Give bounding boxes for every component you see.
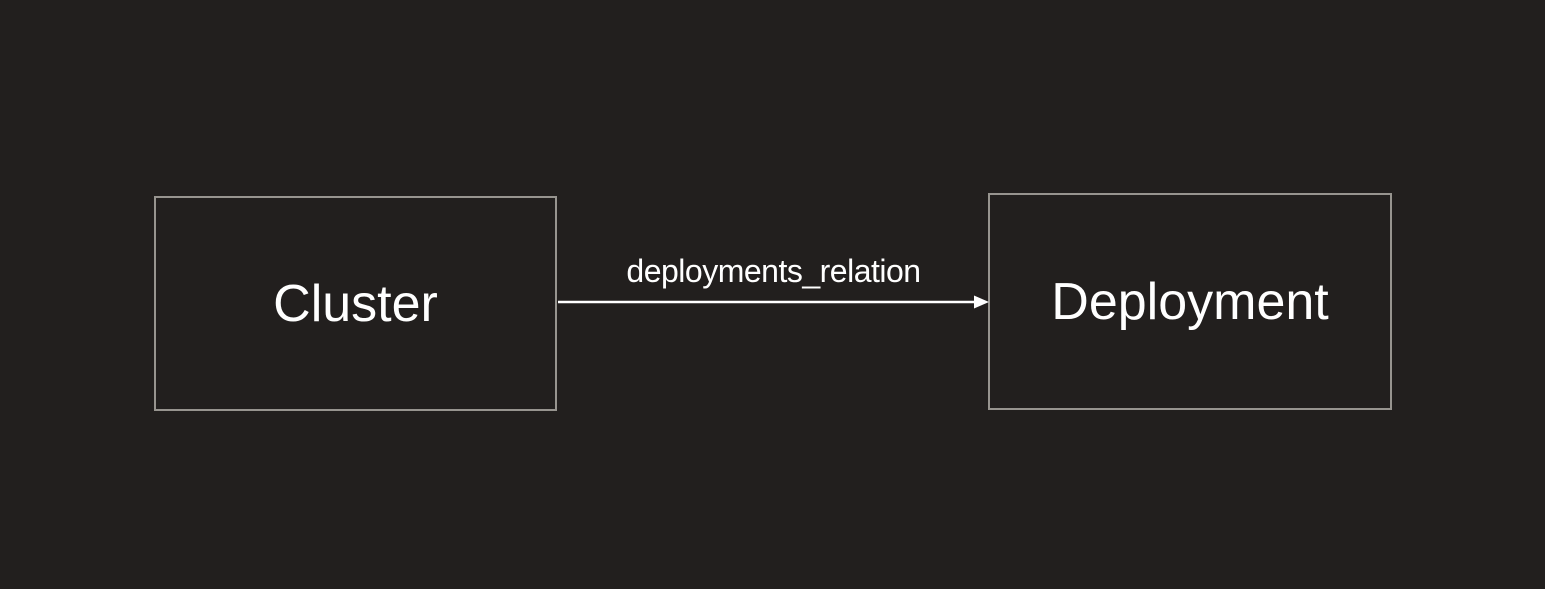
node-deployment-label: Deployment [1051, 272, 1329, 331]
node-cluster-label: Cluster [273, 274, 438, 333]
node-deployment[interactable]: Deployment [988, 193, 1392, 410]
node-cluster[interactable]: Cluster [154, 196, 557, 411]
relation-label: deployments_relation [626, 253, 921, 289]
arrow-head-icon [974, 295, 989, 309]
